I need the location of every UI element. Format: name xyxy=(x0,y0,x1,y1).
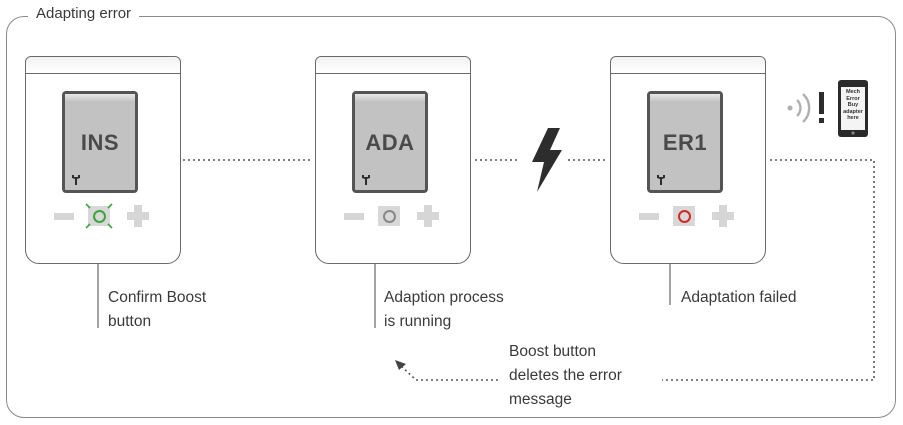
device-2-code: ADA xyxy=(365,130,415,155)
thermostat-device-3: ER1 xyxy=(610,56,766,264)
device-3-display: ER1 xyxy=(647,91,723,193)
wrench-icon xyxy=(72,175,80,185)
phone-line-4: adapter xyxy=(843,108,863,115)
label-adaption-line-2: is running xyxy=(384,313,452,330)
label-boost-line-2: deletes the error xyxy=(509,367,622,384)
connector-return-left xyxy=(398,363,498,381)
device-2-display: ADA xyxy=(352,91,428,193)
plus-button[interactable] xyxy=(127,205,149,227)
label-failed-line-1: Adaptation failed xyxy=(681,289,797,306)
minus-button[interactable] xyxy=(54,213,74,220)
boost-glow-icon xyxy=(85,203,113,229)
label-adaptation-failed: Adaptation failed xyxy=(681,286,796,310)
thermostat-device-2: ADA xyxy=(315,56,471,264)
wrench-icon xyxy=(657,175,665,185)
diagram-title: Adapting error xyxy=(28,5,140,22)
minus-button[interactable] xyxy=(639,213,659,220)
wrench-icon xyxy=(362,175,370,185)
device-3-code: ER1 xyxy=(662,130,708,155)
phone-line-2: Error xyxy=(846,95,860,102)
label-confirm-line-1: Confirm Boost xyxy=(108,289,207,306)
phone-line-3: Buy xyxy=(847,102,859,109)
plus-button[interactable] xyxy=(712,205,734,227)
thermostat-device-1: INS xyxy=(25,56,181,264)
boost-indicator xyxy=(383,210,396,223)
label-adaption-running: Adaption process is running xyxy=(384,286,504,334)
connector-return-right xyxy=(662,159,875,381)
exclamation-icon xyxy=(819,92,824,123)
boost-indicator xyxy=(678,210,691,223)
signal-waves-icon xyxy=(787,93,811,123)
label-boost-line-1: Boost button xyxy=(509,343,597,360)
return-arrowhead xyxy=(395,360,406,370)
boost-indicator xyxy=(93,210,106,223)
minus-button[interactable] xyxy=(344,213,364,220)
label-confirm-boost: Confirm Boost button xyxy=(108,286,206,334)
label-boost-line-3: message xyxy=(509,391,572,408)
phone-line-1: Mech xyxy=(845,89,861,95)
plus-button[interactable] xyxy=(417,205,439,227)
smartphone-icon xyxy=(838,80,868,137)
boost-button[interactable] xyxy=(673,206,695,226)
diagram-frame xyxy=(6,16,896,418)
device-1-code: INS xyxy=(80,130,120,155)
boost-button[interactable] xyxy=(378,206,400,226)
phone-line-5: here xyxy=(847,115,859,122)
device-1-display: INS xyxy=(62,91,138,193)
label-adaption-line-1: Adaption process xyxy=(384,289,504,306)
lightning-icon xyxy=(532,128,562,192)
boost-button[interactable] xyxy=(85,203,113,229)
label-boost-deletes: Boost button deletes the error message xyxy=(509,340,622,412)
phone-screen-text: Mech Error Buy adapter here xyxy=(841,89,865,122)
label-confirm-line-2: button xyxy=(108,313,152,330)
